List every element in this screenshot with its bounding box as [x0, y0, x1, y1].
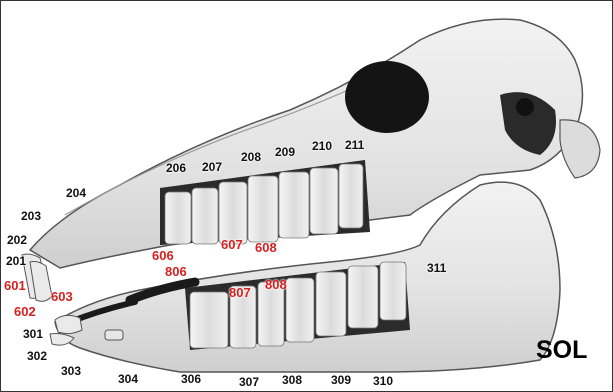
label-603: 603	[51, 290, 73, 303]
label-602: 602	[14, 305, 36, 318]
label-204: 204	[66, 187, 86, 199]
label-808: 808	[265, 278, 287, 291]
label-807: 807	[229, 286, 251, 299]
label-608: 608	[255, 241, 277, 254]
label-306: 306	[181, 373, 201, 385]
label-202: 202	[7, 234, 27, 246]
label-607: 607	[221, 238, 243, 251]
label-304: 304	[118, 373, 138, 385]
label-201: 201	[6, 255, 26, 267]
label-309: 309	[331, 374, 351, 386]
label-806: 806	[165, 265, 187, 278]
label-301: 301	[23, 328, 43, 340]
label-601: 601	[4, 279, 26, 292]
label-302: 302	[27, 350, 47, 362]
label-307: 307	[239, 376, 259, 388]
caption-sol: SOL	[536, 338, 587, 363]
label-210: 210	[312, 140, 332, 152]
label-206: 206	[166, 162, 186, 174]
label-207: 207	[202, 161, 222, 173]
label-211: 211	[345, 139, 364, 151]
label-209: 209	[275, 146, 295, 158]
label-310: 310	[373, 375, 393, 387]
label-308: 308	[282, 374, 302, 386]
label-203: 203	[21, 210, 41, 222]
label-311: 311	[427, 262, 446, 274]
orbit	[345, 61, 429, 133]
label-606: 606	[152, 249, 174, 262]
label-303: 303	[61, 365, 81, 377]
label-208: 208	[241, 151, 261, 163]
